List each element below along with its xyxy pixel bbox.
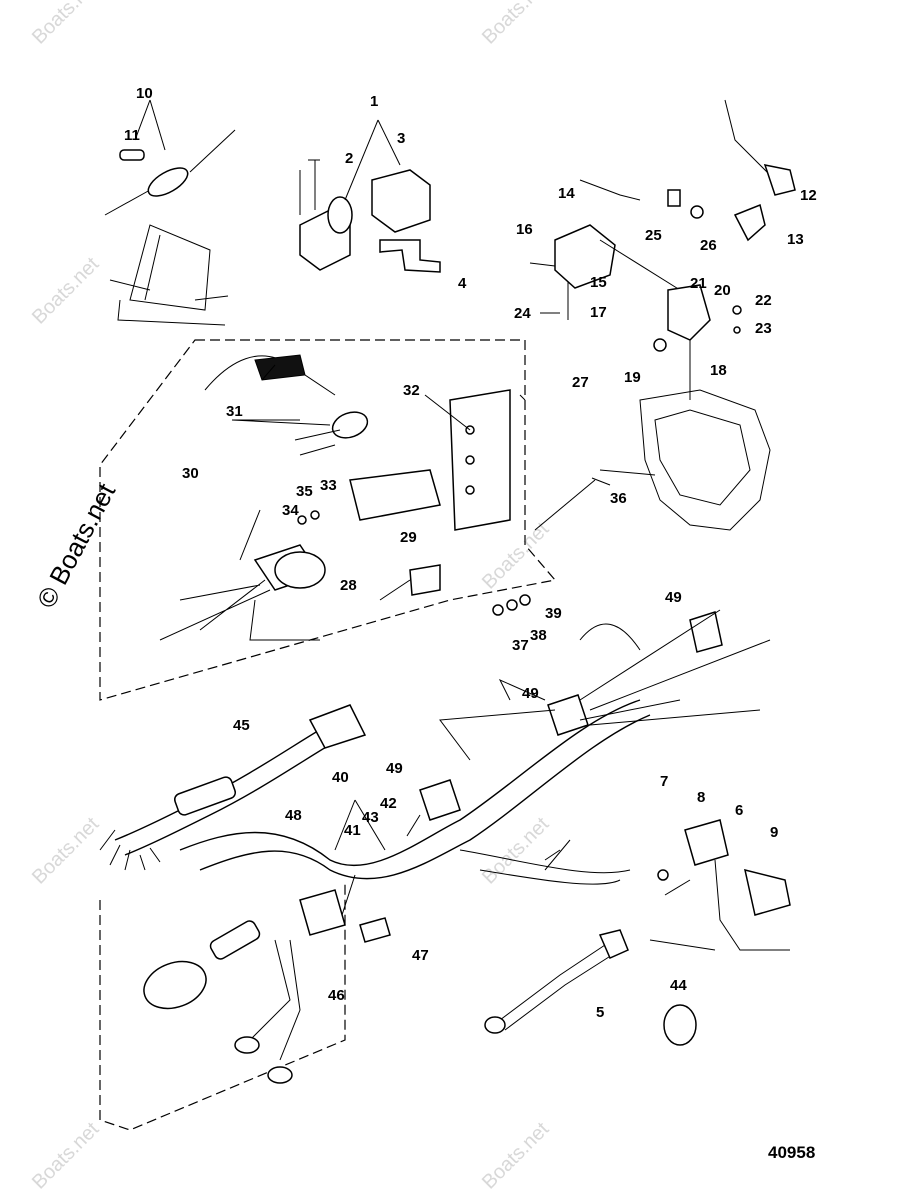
callout-38: 38 [530, 627, 547, 644]
callout-41: 41 [344, 822, 361, 839]
solenoid-assembly-1 [299, 159, 441, 273]
bracket-assembly-18 [529, 99, 796, 352]
callout-29: 29 [400, 529, 417, 546]
watermark-brand-3: Boats.net [28, 253, 104, 329]
watermark-brand-5: Boats.net [28, 813, 104, 889]
figure-reference-number: 40958 [768, 1143, 815, 1162]
callout-27: 27 [572, 374, 589, 391]
callout-37: 37 [512, 637, 529, 654]
callout-45: 45 [233, 717, 250, 734]
callout-49c: 49 [386, 760, 403, 777]
watermark-brand-8: Boats.net [478, 1118, 554, 1194]
callout-8: 8 [697, 789, 705, 806]
callout-17: 17 [590, 304, 607, 321]
watermark-copyright: © Boats.net [31, 478, 122, 613]
callout-33: 33 [320, 477, 337, 494]
callout-11: 11 [124, 127, 140, 144]
watermark-brand-7: Boats.net [28, 1118, 104, 1194]
callout-31: 31 [226, 403, 243, 420]
callout-40: 40 [332, 769, 349, 786]
callout-47: 47 [412, 947, 429, 964]
ignition-switch-kit [159, 354, 596, 641]
main-wiring-harness [179, 609, 771, 885]
callout-19: 19 [624, 369, 641, 386]
lower-right-parts [484, 819, 791, 1046]
callout-13: 13 [787, 231, 804, 248]
callout-2: 2 [345, 150, 353, 167]
callout-43: 43 [362, 809, 379, 826]
callout-28: 28 [340, 577, 357, 594]
callout-44: 44 [670, 977, 687, 994]
kit-boundary-27 [99, 339, 557, 701]
callout-21: 21 [690, 275, 707, 292]
callout-7: 7 [660, 773, 668, 790]
callout-34: 34 [282, 502, 299, 519]
callout-48: 48 [285, 807, 302, 824]
watermark-brand-6: Boats.net [478, 813, 554, 889]
callout-35: 35 [296, 483, 313, 500]
leader-lines [134, 99, 716, 951]
callout-1: 1 [370, 93, 378, 110]
watermark-brand-2: Boats.net [478, 0, 554, 49]
engine-block [599, 340, 771, 531]
callout-22: 22 [755, 292, 772, 309]
callout-3: 3 [397, 130, 405, 147]
engine-harness-46 [99, 874, 391, 1131]
callout-46: 46 [328, 987, 345, 1004]
callout-18: 18 [710, 362, 727, 379]
callout-20: 20 [714, 282, 731, 299]
extension-harness-45 [99, 704, 367, 871]
callout-5: 5 [596, 1004, 604, 1021]
callout-9: 9 [770, 824, 778, 841]
callout-42: 42 [380, 795, 397, 812]
callout-14: 14 [558, 185, 575, 202]
callout-labels: 1 2 3 4 5 6 7 8 9 10 11 12 13 14 15 16 1… [124, 85, 817, 1021]
callout-49b: 49 [522, 685, 539, 702]
callout-6: 6 [735, 802, 743, 819]
callout-12: 12 [800, 187, 817, 204]
callout-49a: 49 [665, 589, 682, 606]
callout-23: 23 [755, 320, 772, 337]
callout-10: 10 [136, 85, 153, 102]
callout-36: 36 [610, 490, 627, 507]
watermark-brand-1: Boats.net [28, 0, 104, 49]
callout-30: 30 [182, 465, 199, 482]
callout-16: 16 [516, 221, 533, 238]
callout-32: 32 [403, 382, 420, 399]
callout-24: 24 [514, 305, 531, 322]
callout-25: 25 [645, 227, 662, 244]
watermarks: Boats.net Boats.net Boats.net Boats.net … [28, 0, 554, 1194]
harness-connector-10 [104, 129, 236, 326]
callout-39: 39 [545, 605, 562, 622]
callout-4: 4 [458, 275, 467, 292]
callout-26: 26 [700, 237, 717, 254]
callout-15: 15 [590, 274, 607, 291]
